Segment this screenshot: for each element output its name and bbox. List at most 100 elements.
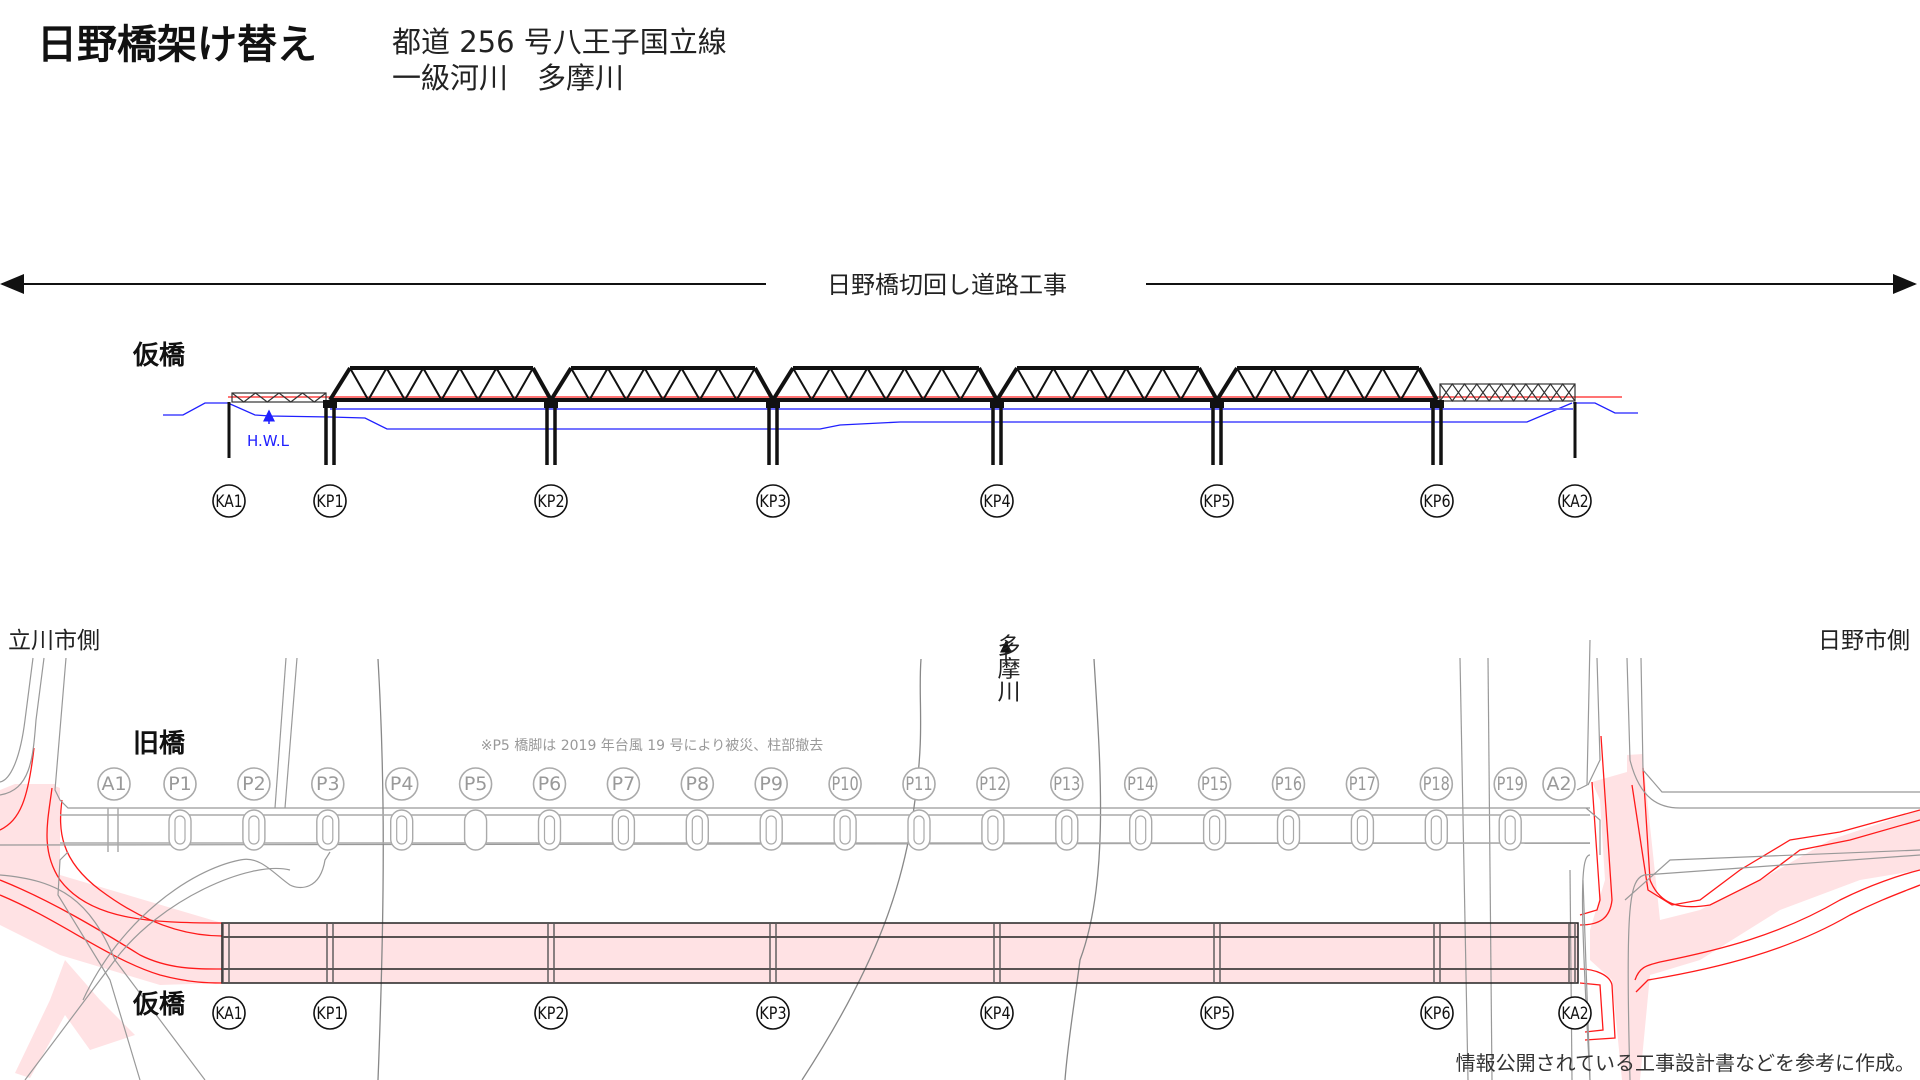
old-pier-column	[1135, 815, 1147, 845]
pier-label-text: P12	[979, 773, 1006, 795]
old-pier-column	[543, 815, 556, 845]
pier-label-text: KP2	[537, 492, 564, 512]
elevation-view: H.W.L	[163, 366, 1638, 465]
old-pier-column	[617, 815, 630, 845]
page-title: 日野橋架け替え	[37, 22, 317, 68]
existing-roads	[0, 639, 1920, 1080]
left-side-label: 立川市側	[8, 628, 100, 654]
end-post	[1417, 367, 1439, 401]
old-pier-p11: P11	[902, 767, 936, 801]
ground-line-right	[1573, 402, 1638, 414]
pier-label-circle	[310, 767, 345, 801]
old-pier-column	[1208, 815, 1221, 845]
truss-span	[1215, 366, 1439, 402]
pier-label-text: KA2	[1561, 1004, 1588, 1024]
truss-span	[328, 366, 553, 402]
river-label: 多摩川	[993, 634, 1021, 703]
old-pier-column	[322, 815, 334, 845]
temporary-bridge-deck	[221, 922, 1579, 984]
river-flow-indicator: 多摩川	[993, 634, 1021, 703]
plan-pier-kp2: KP2	[534, 996, 568, 1030]
old-pier-p18: P18	[1419, 767, 1454, 801]
route-label: 日野橋切回し道路工事	[827, 271, 1067, 299]
approach-span	[1439, 382, 1576, 403]
pier-label-circle	[212, 996, 246, 1030]
pier-label-circle	[1420, 484, 1454, 518]
pier-label-circle	[1050, 767, 1084, 801]
truss-web	[570, 367, 756, 401]
pier-cap	[1210, 400, 1224, 408]
end-post	[977, 367, 999, 401]
truss-web	[1016, 367, 1200, 401]
pier-label-circle	[1558, 484, 1592, 518]
end-post	[995, 366, 1019, 402]
old-pier-a1: A1	[97, 767, 131, 801]
old-pier-p1: P1	[163, 767, 197, 801]
pier-label-circle	[1542, 767, 1576, 801]
truss-span	[549, 366, 775, 402]
end-post	[531, 367, 553, 401]
pier-label-circle	[606, 767, 641, 801]
pier-label-text: P1	[168, 773, 192, 795]
old-pier-column	[1356, 815, 1369, 845]
pier-cap	[323, 400, 337, 408]
pier-label-circle	[384, 767, 419, 801]
truss-span	[995, 366, 1219, 402]
right-side-label: 日野市側	[1818, 628, 1910, 654]
old-pier-p16: P16	[1271, 767, 1306, 801]
pier-label-text: KP3	[759, 1004, 786, 1024]
pier-label-circle	[902, 767, 936, 801]
pier-label-circle	[534, 996, 568, 1030]
pier-label-text: P15	[1201, 773, 1228, 795]
pier-label-circle	[97, 767, 131, 801]
old-pier-p2: P2	[237, 767, 271, 801]
source-note: 情報公開されている工事設計書などを参考に作成。	[1456, 1051, 1915, 1075]
old-pier-p17: P17	[1345, 767, 1380, 801]
pier-label-text: KA1	[215, 1004, 242, 1024]
old-pier-p8: P8	[680, 767, 715, 801]
plan-view	[0, 639, 1920, 1080]
plan-pier-ka2: KA2	[1558, 996, 1592, 1030]
plan-pier-kp5: KP5	[1200, 996, 1234, 1030]
pier-label-text: P8	[686, 773, 710, 795]
river-subtitle: 一級河川 多摩川	[392, 61, 624, 95]
pier-label-circle	[1271, 767, 1306, 801]
old-pier-p15: P15	[1197, 767, 1232, 801]
old-pier-p5: P5	[458, 767, 493, 801]
pier-label-text: KP5	[1203, 492, 1230, 512]
pier-label-text: KP1	[316, 492, 343, 512]
pier-label-text: P5	[464, 773, 488, 795]
elevation-pier-kp1: KP1	[313, 484, 347, 518]
elevation-bridge-label: 仮橋	[132, 341, 186, 371]
pier-label-circle	[828, 767, 862, 801]
pier-label-text: A2	[1546, 773, 1571, 795]
pier-label-text: P2	[242, 773, 266, 795]
old-pier-p12: P12	[976, 767, 1010, 801]
old-pier-column	[839, 815, 851, 845]
plan-pier-ka1: KA1	[212, 996, 246, 1030]
old-pier-column	[1061, 815, 1073, 845]
old-pier-column	[396, 815, 408, 845]
elevation-pier-ka2: KA2	[1558, 484, 1592, 518]
old-pier-column	[913, 815, 925, 845]
pier-label-text: P14	[1127, 773, 1154, 795]
pier-label-text: KA2	[1561, 492, 1588, 512]
pier-label-text: KP3	[759, 492, 786, 512]
pier-label-text: P3	[316, 773, 340, 795]
old-pier-column	[987, 815, 999, 845]
pier-label-circle	[976, 767, 1010, 801]
pier-label-circle	[1345, 767, 1380, 801]
pier-label-circle	[756, 996, 790, 1030]
pier-label-circle	[1493, 767, 1527, 801]
elevation-pier-kp2: KP2	[534, 484, 568, 518]
pier-cap	[544, 400, 558, 408]
truss-spans	[227, 366, 1577, 465]
route-subtitle: 都道 256 号八王子国立線	[392, 25, 727, 59]
detour-road-fill	[0, 754, 1920, 1080]
pier-label-text: P6	[538, 773, 562, 795]
elevation-pier-kp3: KP3	[756, 484, 790, 518]
pier-label-circle	[313, 484, 347, 518]
old-pier-column	[1430, 815, 1442, 845]
pier-label-circle	[1558, 996, 1592, 1030]
